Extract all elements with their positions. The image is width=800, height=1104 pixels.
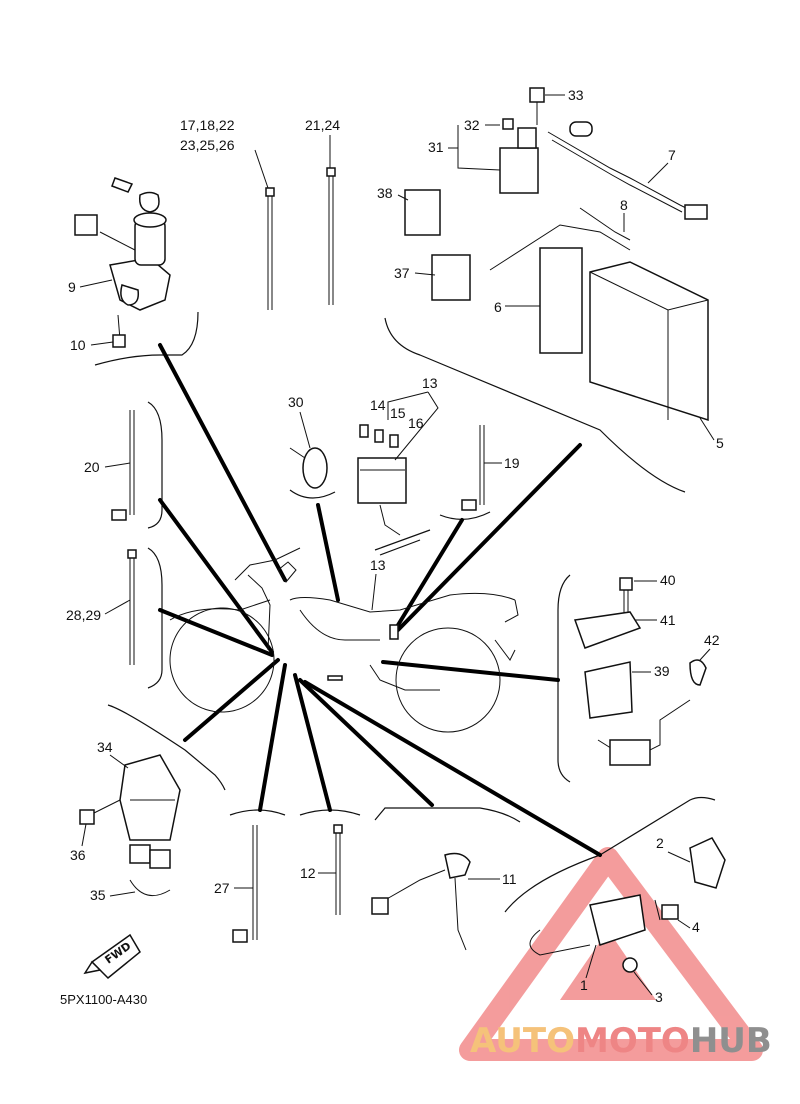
label-part-15: 15: [390, 405, 406, 421]
label-part-11: 11: [502, 871, 517, 887]
label-part-23-25-26: 23,25,26: [180, 137, 235, 153]
svg-text:AUTOMOTOHUB: AUTOMOTOHUB: [470, 1021, 772, 1061]
main-switch: [74, 177, 171, 348]
label-part-34: 34: [97, 739, 113, 755]
label-part-39: 39: [654, 663, 670, 679]
label-part-7: 7: [668, 147, 676, 163]
label-part-9: 9: [68, 279, 76, 295]
label-part-42: 42: [704, 632, 720, 648]
label-part-19: 19: [504, 455, 520, 471]
label-part-40: 40: [660, 572, 676, 588]
label-part-5: 5: [716, 435, 724, 451]
label-part-35: 35: [90, 887, 106, 903]
sidestand-switch: [529, 837, 726, 973]
fuse-box: [289, 424, 407, 536]
part-labels: 33 32 31 7 8 38 37 6 5 17,18,22 23,25,26…: [66, 87, 724, 1005]
label-part-3: 3: [655, 989, 663, 1005]
label-part-13-fusebox: 13: [422, 375, 438, 391]
label-part-32: 32: [464, 117, 480, 133]
label-part-41: 41: [660, 612, 676, 628]
watermark-hub: HUB: [690, 1021, 772, 1061]
cable-ties-top: [265, 167, 336, 310]
label-part-17-18-22: 17,18,22: [180, 117, 235, 133]
label-part-14: 14: [370, 397, 386, 413]
label-part-37: 37: [394, 265, 410, 281]
label-part-6: 6: [494, 299, 502, 315]
label-part-4: 4: [692, 919, 700, 935]
label-part-33: 33: [568, 87, 584, 103]
diagram-code: 5PX1100-A430: [60, 992, 147, 1007]
label-part-36: 36: [70, 847, 86, 863]
watermark-auto: AUTO: [470, 1021, 575, 1061]
label-part-2: 2: [656, 835, 664, 851]
label-part-31: 31: [428, 139, 444, 155]
label-part-1: 1: [580, 977, 588, 993]
forward-arrow-icon: FWD: [83, 933, 141, 980]
label-part-13-harness: 13: [370, 557, 386, 573]
label-part-12: 12: [300, 865, 316, 881]
watermark-text: AUTOMOTOHUB: [470, 1021, 772, 1061]
label-part-38: 38: [377, 185, 393, 201]
label-part-10: 10: [70, 337, 86, 353]
watermark-moto: MOTO: [575, 1021, 690, 1061]
ignitor-group: [573, 577, 707, 766]
motorcycle-outline: [169, 547, 519, 733]
label-part-8: 8: [620, 197, 628, 213]
bottom-ties-sensor: [232, 824, 471, 951]
label-part-21-24: 21,24: [305, 117, 340, 133]
battery-area: [489, 121, 709, 422]
label-part-20: 20: [84, 459, 100, 475]
label-part-30: 30: [288, 394, 304, 410]
leader-lines: [158, 343, 602, 857]
cable-ties-mid: [111, 410, 485, 665]
relay-group: [404, 87, 545, 301]
label-part-27: 27: [214, 880, 230, 896]
label-part-28-29: 28,29: [66, 607, 101, 623]
cdi-unit: [79, 754, 181, 897]
label-part-16: 16: [408, 415, 424, 431]
